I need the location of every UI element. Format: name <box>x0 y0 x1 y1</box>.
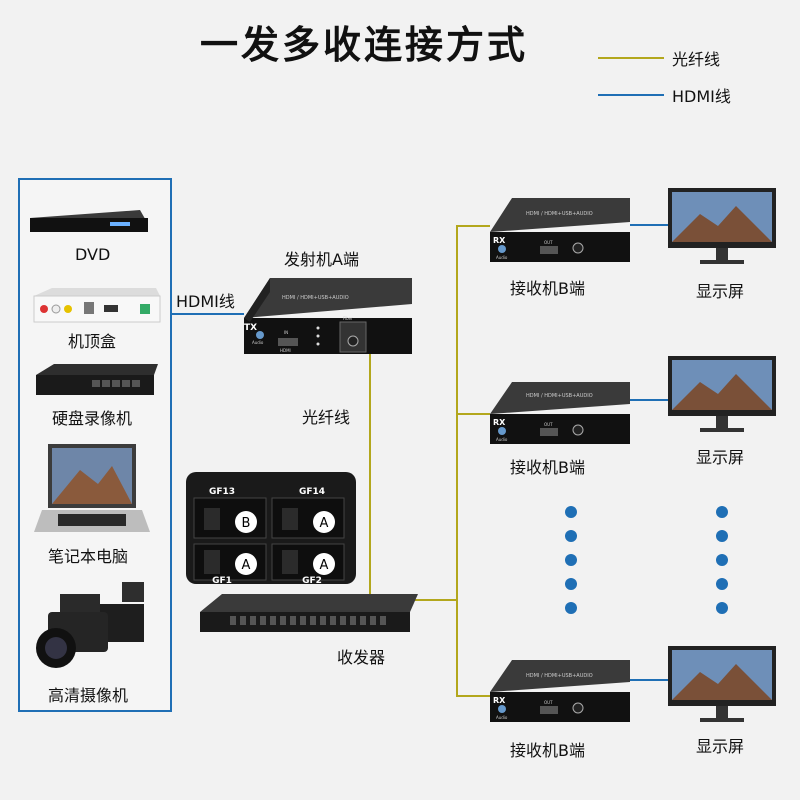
legend-fiber-swatch <box>598 57 664 59</box>
receiver-device-3 <box>490 660 630 722</box>
tx-header-text: HDMI / HDMI+USB+AUDIO <box>282 295 349 301</box>
source-label-set-top-box: 机顶盒 <box>68 332 117 351</box>
inset-port-type-gf13: B <box>242 516 251 531</box>
set-top-box-icon <box>33 288 161 323</box>
inset-port-id-gf14: GF14 <box>299 487 325 497</box>
transmitter-label: 发射机A端 <box>284 250 359 269</box>
rx-out-text-2: OUT <box>544 422 553 427</box>
rx-audio-text-3: Audio <box>496 715 508 720</box>
tx-in-text: IN <box>284 330 288 335</box>
transmitter-device <box>244 278 412 354</box>
rx-tag-text-2: RX <box>493 418 506 427</box>
tx-audio-text: Audio <box>252 340 264 345</box>
camcorder-icon <box>36 582 144 668</box>
inset-port-id-gf2: GF2 <box>302 576 322 586</box>
transceiver-label: 收发器 <box>337 648 386 667</box>
rx-audio-text-1: Audio <box>496 255 508 260</box>
receiver-device-1 <box>490 198 630 262</box>
legend-hdmi-label: HDMI线 <box>672 87 731 106</box>
tx-tag-text: TX <box>244 323 257 333</box>
source-label-dvd: DVD <box>75 245 111 264</box>
receiver-label-2: 接收机B端 <box>510 458 585 477</box>
receiver-label-3: 接收机B端 <box>510 741 585 760</box>
rx-audio-text-2: Audio <box>496 437 508 442</box>
source-label-dvr: 硬盘录像机 <box>52 409 133 428</box>
display-label-1: 显示屏 <box>696 282 745 301</box>
rx-tag-text-1: RX <box>493 236 506 245</box>
monitor-icon-3 <box>668 646 776 722</box>
fiber-link-label: 光纤线 <box>302 408 351 427</box>
transceiver-zoom-inset <box>186 472 356 584</box>
legend-fiber-label: 光纤线 <box>672 50 721 69</box>
monitor-icon-2 <box>668 356 776 432</box>
tx-fiber-text: Fiber <box>343 316 353 321</box>
page-title: 一发多收连接方式 <box>200 23 529 67</box>
legend-hdmi-swatch <box>598 94 664 96</box>
rx-header-text-2: HDMI / HDMI+USB+AUDIO <box>526 393 593 399</box>
inset-port-type-gf2: A <box>320 558 329 573</box>
source-label-laptop: 笔记本电脑 <box>48 547 129 566</box>
dvd-player-icon <box>30 210 148 232</box>
rx-header-text-3: HDMI / HDMI+USB+AUDIO <box>526 673 593 679</box>
laptop-icon <box>34 444 150 532</box>
ellipsis-dots-displays <box>716 506 728 614</box>
receiver-label-1: 接收机B端 <box>510 279 585 298</box>
inset-port-type-gf14: A <box>320 516 329 531</box>
dvr-recorder-icon <box>36 364 158 395</box>
inset-port-id-gf13: GF13 <box>209 487 235 497</box>
tx-audio-jack <box>256 331 264 339</box>
hdmi-link-label: HDMI线 <box>176 292 235 311</box>
display-label-3: 显示屏 <box>696 737 745 756</box>
rack-transceiver-device <box>200 594 418 632</box>
tx-hdmi-text: HDMI <box>280 348 291 353</box>
tx-hdmi-port <box>278 338 298 346</box>
display-label-2: 显示屏 <box>696 448 745 467</box>
rx-out-text-1: OUT <box>544 240 553 245</box>
fiber-branch-3 <box>456 600 490 697</box>
monitor-icon-1 <box>668 188 776 264</box>
rx-tag-text-3: RX <box>493 696 506 705</box>
inset-port-id-gf1: GF1 <box>212 576 232 586</box>
rx-out-text-3: OUT <box>544 700 553 705</box>
inset-port-type-gf1: A <box>242 558 251 573</box>
receiver-device-2 <box>490 382 630 444</box>
rx-header-text-1: HDMI / HDMI+USB+AUDIO <box>526 211 593 217</box>
ellipsis-dots-receivers <box>565 506 577 614</box>
source-label-camcorder: 高清摄像机 <box>48 686 129 705</box>
